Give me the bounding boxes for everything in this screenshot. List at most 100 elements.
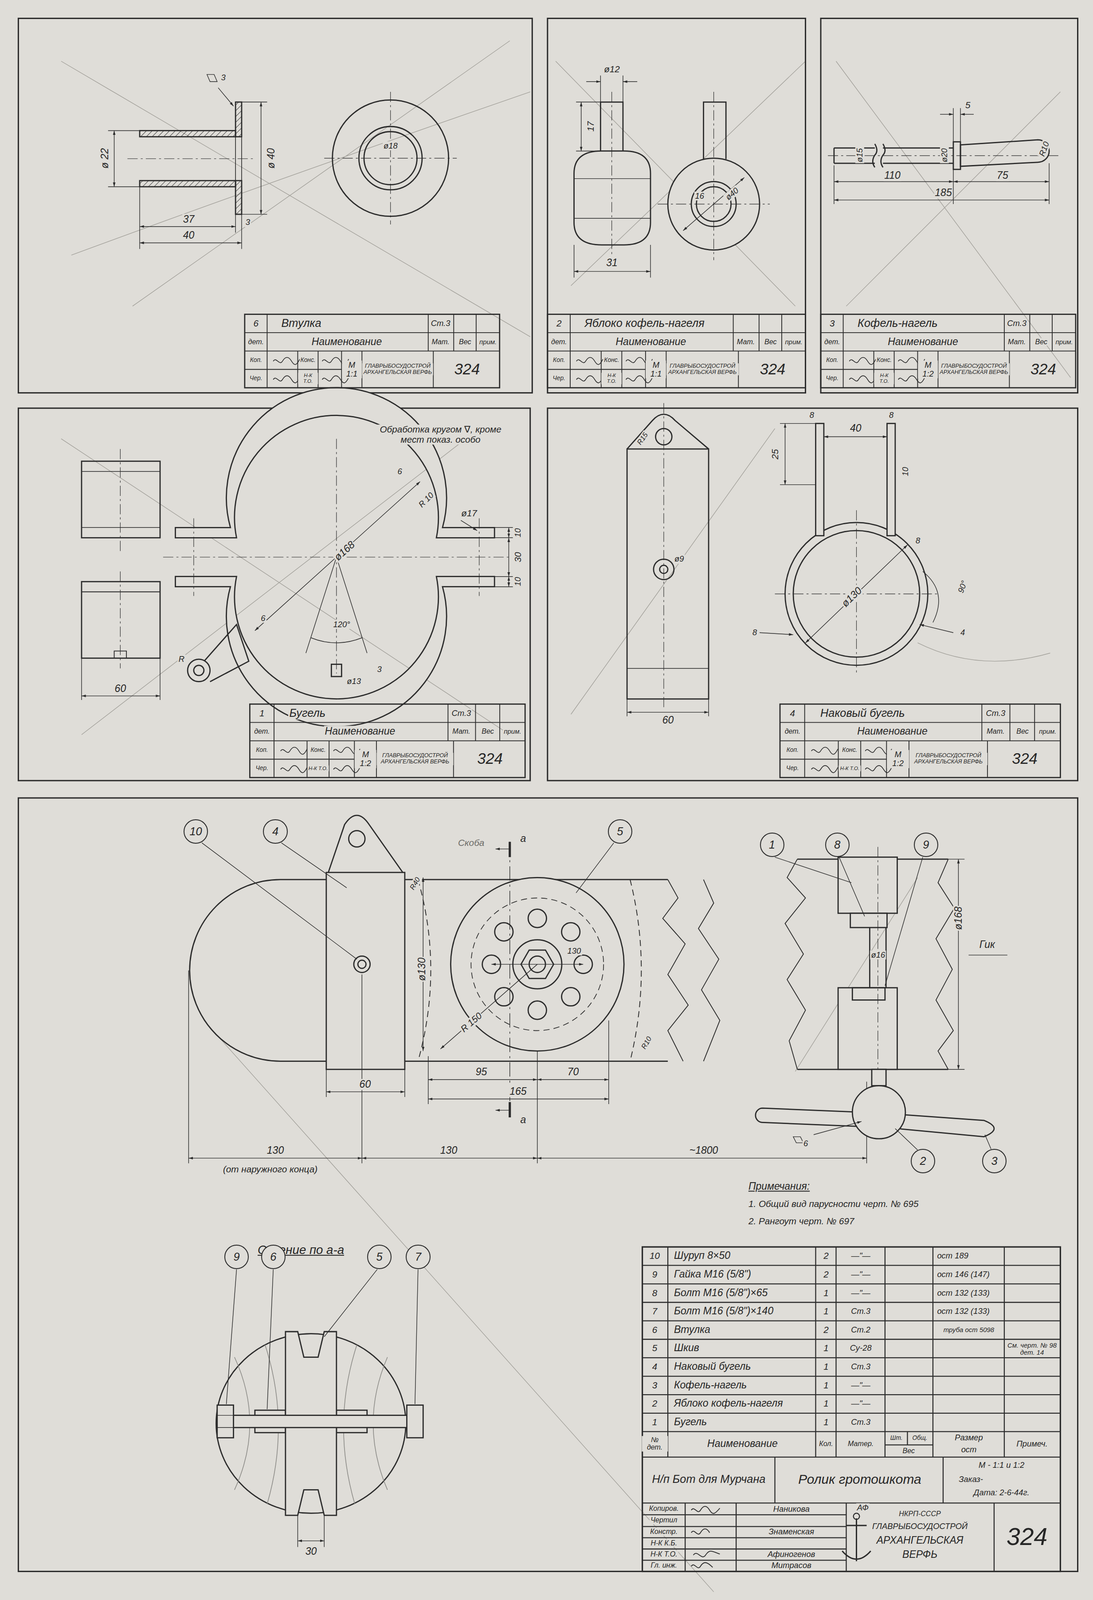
hook-clamp-drawing-stroke-stroke: [779, 423, 816, 485]
drawing-label: 1: [822, 1379, 830, 1390]
hook-clamp-drawing: [626, 403, 954, 717]
drawing-label: 75: [995, 169, 1010, 181]
drawing-label-holder: прим.: [1054, 337, 1074, 345]
drawing-label: ø16: [869, 950, 886, 960]
drawing-label: ост 132 (133): [936, 1306, 991, 1316]
drawing-label-holder: Размер: [953, 1432, 984, 1442]
assembly-drawing-stroke-stroke: [813, 1120, 862, 1135]
drawing-label-holder: Ст.3: [430, 318, 452, 328]
clamp-drawing-stroke-stroke: [508, 527, 510, 538]
drawing-label: См. черт. № 98 дет. 14: [1005, 1340, 1059, 1356]
drawing-label: 1: [822, 1287, 830, 1298]
clamp-drawing: [81, 387, 514, 727]
drawing-label: 1: [822, 1361, 830, 1372]
drawing-label-holder: Наименование: [706, 1437, 779, 1449]
hook-clamp-drawing-stroke-stroke: [919, 624, 954, 633]
drawing-label: Кофель-нагель: [856, 317, 939, 330]
drawing-label: ø20: [940, 147, 949, 164]
drawing-label: Н-К Т.О.: [297, 372, 318, 384]
drawing-label-holder: дет.: [253, 727, 271, 736]
drawing-label: Шуруп 8×50: [673, 1249, 732, 1262]
drawing-label-holder: (от наружного конца): [222, 1163, 319, 1174]
drawing-label: прим.: [784, 337, 804, 345]
assembly-drawing-stroke: [328, 814, 403, 873]
drawing-label: Ст.3: [850, 1361, 872, 1371]
assembly-drawing-stroke-stroke: [361, 1157, 538, 1158]
drawing-label: 7: [651, 1305, 659, 1317]
drawing-label: Размер: [953, 1432, 984, 1442]
hook-clamp-drawing-stroke-stroke: [784, 423, 786, 485]
drawing-label: М 1:2: [354, 749, 377, 768]
drawing-label-holder: Афиногенов: [766, 1549, 816, 1559]
pencil-construction-stroke: [836, 61, 1071, 378]
callout-number: 7: [415, 1250, 422, 1262]
hook-clamp-drawing-stroke: [663, 403, 664, 710]
drawing-label-holder: 30: [513, 550, 524, 563]
callout-number: 3: [991, 1155, 998, 1167]
drawing-label-holder: Вес: [1034, 337, 1049, 346]
drawing-label-holder: 90°: [955, 578, 970, 595]
sheet-frames: [18, 18, 1078, 1571]
assembly-drawing-stroke: [755, 1107, 862, 1126]
drawing-label-holder: ВЕРФЬ: [901, 1548, 939, 1560]
assembly-drawing-stroke-stroke: [495, 848, 510, 849]
drawing-label-holder: Скоба: [457, 837, 486, 848]
callout-number: 2: [919, 1155, 926, 1167]
drawing-label-holder: Кофель-нагель: [856, 317, 939, 330]
title-block-line: [1009, 703, 1011, 741]
parts-table-grid-stroke: [642, 1514, 847, 1560]
assembly-drawing-stroke-stroke: [428, 1078, 538, 1080]
title-block-line: [779, 758, 887, 760]
drawing-label-holder: R 10: [416, 489, 437, 510]
assembly-drawing-stroke: [561, 922, 580, 941]
drawing-label: ГЛАВРЫБОСУДОСТРОЙ АРХАНГЕЛЬСКАЯ ВЕРФЬ: [666, 363, 739, 376]
drawing-label: Наименование: [886, 336, 960, 348]
drawing-label: Заказ-: [957, 1474, 984, 1484]
drawing-label-holder: ø168: [331, 538, 358, 564]
drawing-label: 3: [651, 1379, 659, 1390]
clamp-drawing-stroke-stroke: [81, 695, 161, 696]
drawing-label: 324: [759, 360, 787, 378]
drawing-label-holder: Знаменская: [767, 1526, 816, 1536]
drawing-label: ГЛАВРЫБОСУДОСТРОЙ АРХАНГЕЛЬСКАЯ ВЕРФЬ: [376, 752, 454, 765]
title-block-frame: [249, 703, 525, 778]
title-block-line: [273, 703, 275, 741]
drawing-label: Болт М16 (5/8")×65: [673, 1286, 769, 1298]
drawing-label-holder: —"—: [850, 1380, 872, 1390]
drawing-label-holder: Кол.: [818, 1439, 835, 1448]
drawing-label: Ст.3: [430, 318, 452, 328]
drawing-label: 110: [883, 169, 902, 181]
drawing-label: R 10: [416, 489, 437, 510]
drawing-label: Яблоко кофель-нагеля: [673, 1397, 784, 1409]
drawing-label: М 1:2: [917, 360, 938, 378]
title-block-frame: [820, 314, 1076, 388]
belaying-pin-drawing: [827, 108, 1061, 204]
drawing-label: прим.: [1054, 337, 1074, 345]
clamp-drawing-stroke: [175, 387, 495, 538]
title-block-line: [820, 350, 1076, 352]
signature-mark: [280, 746, 308, 754]
hook-clamp-drawing-stroke: [775, 509, 939, 674]
drawing-label-holder: 95: [474, 1066, 489, 1078]
drawing-label-holder: Гл. инж.: [650, 1560, 678, 1569]
drawing-label-holder: Заказ-: [957, 1474, 984, 1484]
drawing-label-holder: Конс.: [299, 356, 317, 364]
clamp-drawing-stroke: [81, 481, 514, 700]
drawing-label-holder: прим.: [1038, 727, 1058, 735]
drawing-label-holder: Гик: [978, 938, 996, 950]
drawing-label: Дата: 2-6-44г.: [972, 1487, 1031, 1497]
parts-table-grid-stroke: [642, 1246, 1061, 1571]
drawing-label: Чер.: [248, 375, 263, 382]
drawing-label: а: [519, 832, 527, 844]
bushing-drawing-stroke: [108, 74, 268, 249]
sheet-frames-stroke: [820, 18, 1078, 393]
title-block-line: [1003, 314, 1005, 352]
drawing-label-holder: ø17: [460, 508, 478, 519]
pin-knob-drawing-stroke: [574, 75, 745, 278]
title-block-line: [249, 740, 525, 741]
drawing-label: ø 40: [265, 146, 277, 169]
clamp-drawing-stroke: [193, 665, 204, 676]
drawing-label: дет.: [247, 337, 265, 346]
callout-number: 9: [922, 838, 929, 851]
drawing-label: Чер.: [785, 764, 800, 772]
